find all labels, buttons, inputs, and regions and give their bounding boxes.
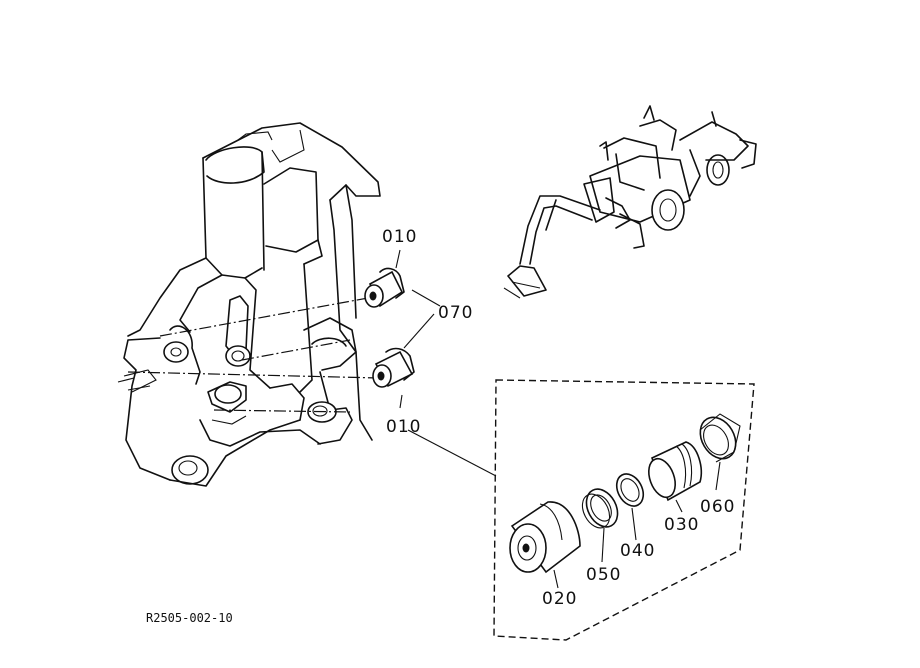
exploded-detail-frame bbox=[493, 379, 755, 641]
collar-030-part bbox=[648, 441, 702, 502]
callout-upper-bushing: 010 bbox=[382, 227, 417, 247]
seal-060-part bbox=[699, 413, 741, 463]
drawing-code: R2505-002-10 bbox=[146, 611, 233, 625]
callout-lower-bushing: 010 bbox=[386, 417, 421, 437]
callout-ring-040: 040 bbox=[620, 541, 655, 561]
detail-leaders bbox=[553, 461, 721, 589]
callout-ring-050: 050 bbox=[586, 565, 621, 585]
ring-050-part bbox=[581, 488, 619, 529]
ring-040-part bbox=[615, 473, 645, 507]
backhoe-tractor-icon bbox=[503, 105, 757, 299]
callout-leaders bbox=[395, 249, 497, 477]
lower-bushing-010 bbox=[372, 347, 415, 388]
swing-frame-casting bbox=[117, 122, 381, 487]
callout-collar-030: 030 bbox=[664, 515, 699, 535]
callout-bushing-020: 020 bbox=[542, 589, 577, 609]
bushing-020-part bbox=[509, 501, 581, 574]
callout-seal-060: 060 bbox=[700, 497, 735, 517]
callout-pin: 070 bbox=[438, 303, 473, 323]
upper-bushing-010 bbox=[364, 267, 405, 308]
